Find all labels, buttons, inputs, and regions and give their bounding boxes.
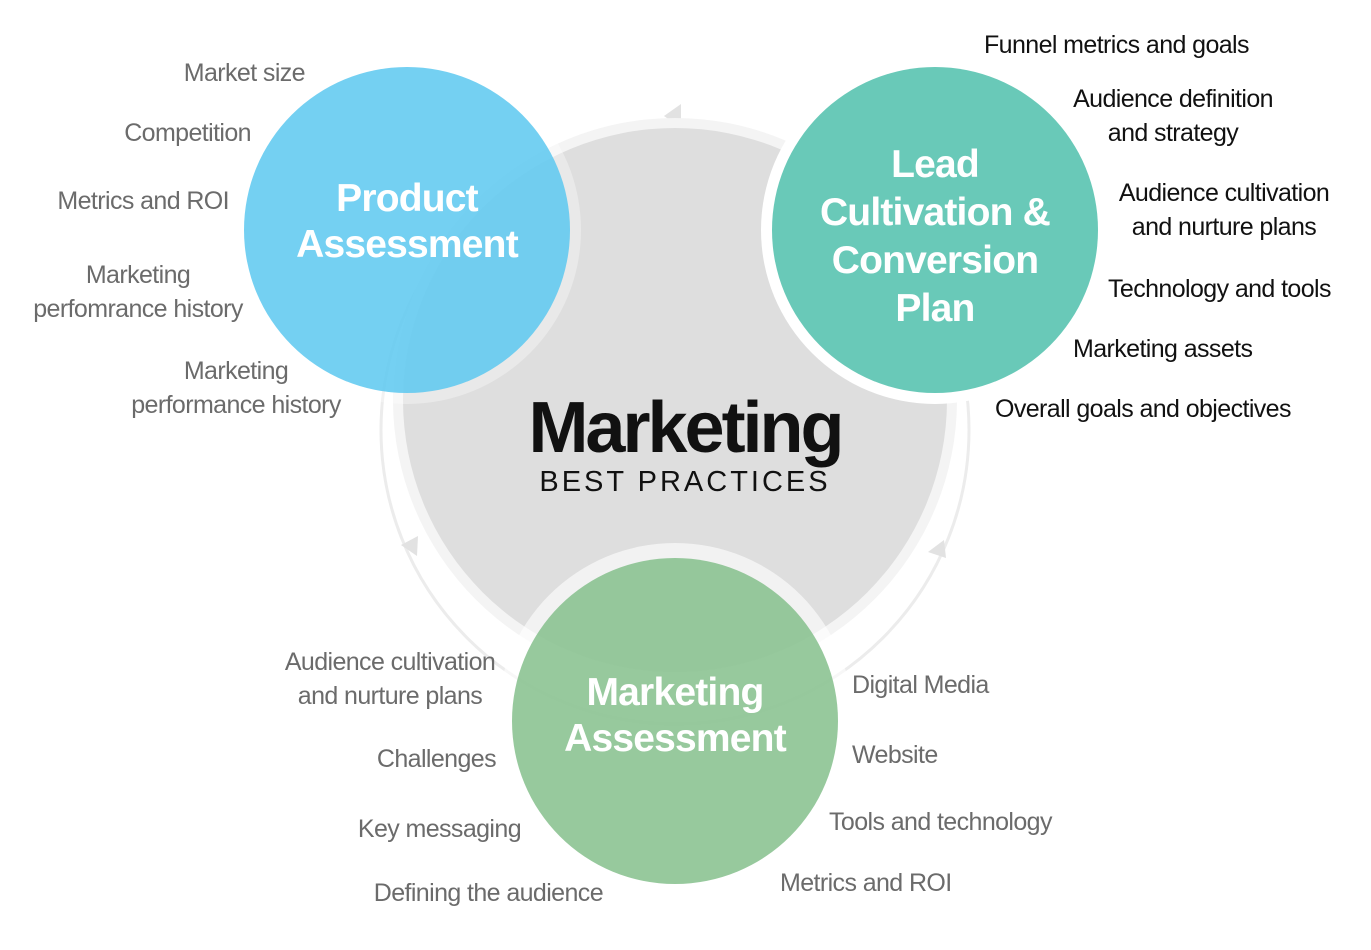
lead-item: Overall goals and objectives [995, 395, 1291, 423]
product-title: Product Assessment [296, 177, 519, 266]
marketing-title: Marketing Assessment [564, 671, 787, 760]
marketing-left-item: Challenges [376, 745, 497, 773]
marketing-left-item: Key messaging [357, 815, 522, 843]
arrow-right-icon [928, 540, 946, 558]
lead-item: Technology and tools [1108, 275, 1331, 303]
arrow-left-icon [401, 536, 418, 556]
product-item: Metrics and ROI [57, 187, 229, 215]
marketing-right-item: Tools and technology [829, 808, 1052, 836]
product-item: Marketing perfomrance history [33, 261, 243, 323]
marketing-right-item: Digital Media [852, 671, 989, 699]
lead-item: Marketing assets [1073, 335, 1253, 363]
center-title: Marketing [528, 388, 844, 468]
marketing-circle [512, 558, 838, 884]
marketing-right-item: Metrics and ROI [780, 869, 952, 897]
lead-item: Audience cultivation and nurture plans [1118, 179, 1330, 241]
product-item: Competition [124, 119, 251, 147]
marketing-left-item: Defining the audience [373, 879, 604, 907]
product-item: Market size [183, 59, 306, 87]
marketing-left-item: Audience cultivation and nurture plans [284, 648, 496, 710]
product-item: Marketing performance history [131, 357, 341, 419]
marketing-right-item: Website [852, 741, 938, 769]
lead-item: Funnel metrics and goals [984, 31, 1250, 59]
product-circle [244, 67, 570, 393]
lead-circle [772, 67, 1098, 393]
center-subtitle: BEST PRACTICES [539, 466, 831, 498]
lead-item: Audience definition and strategy [1073, 85, 1273, 147]
lead-title: Lead Cultivation & Conversion Plan [819, 143, 1051, 330]
